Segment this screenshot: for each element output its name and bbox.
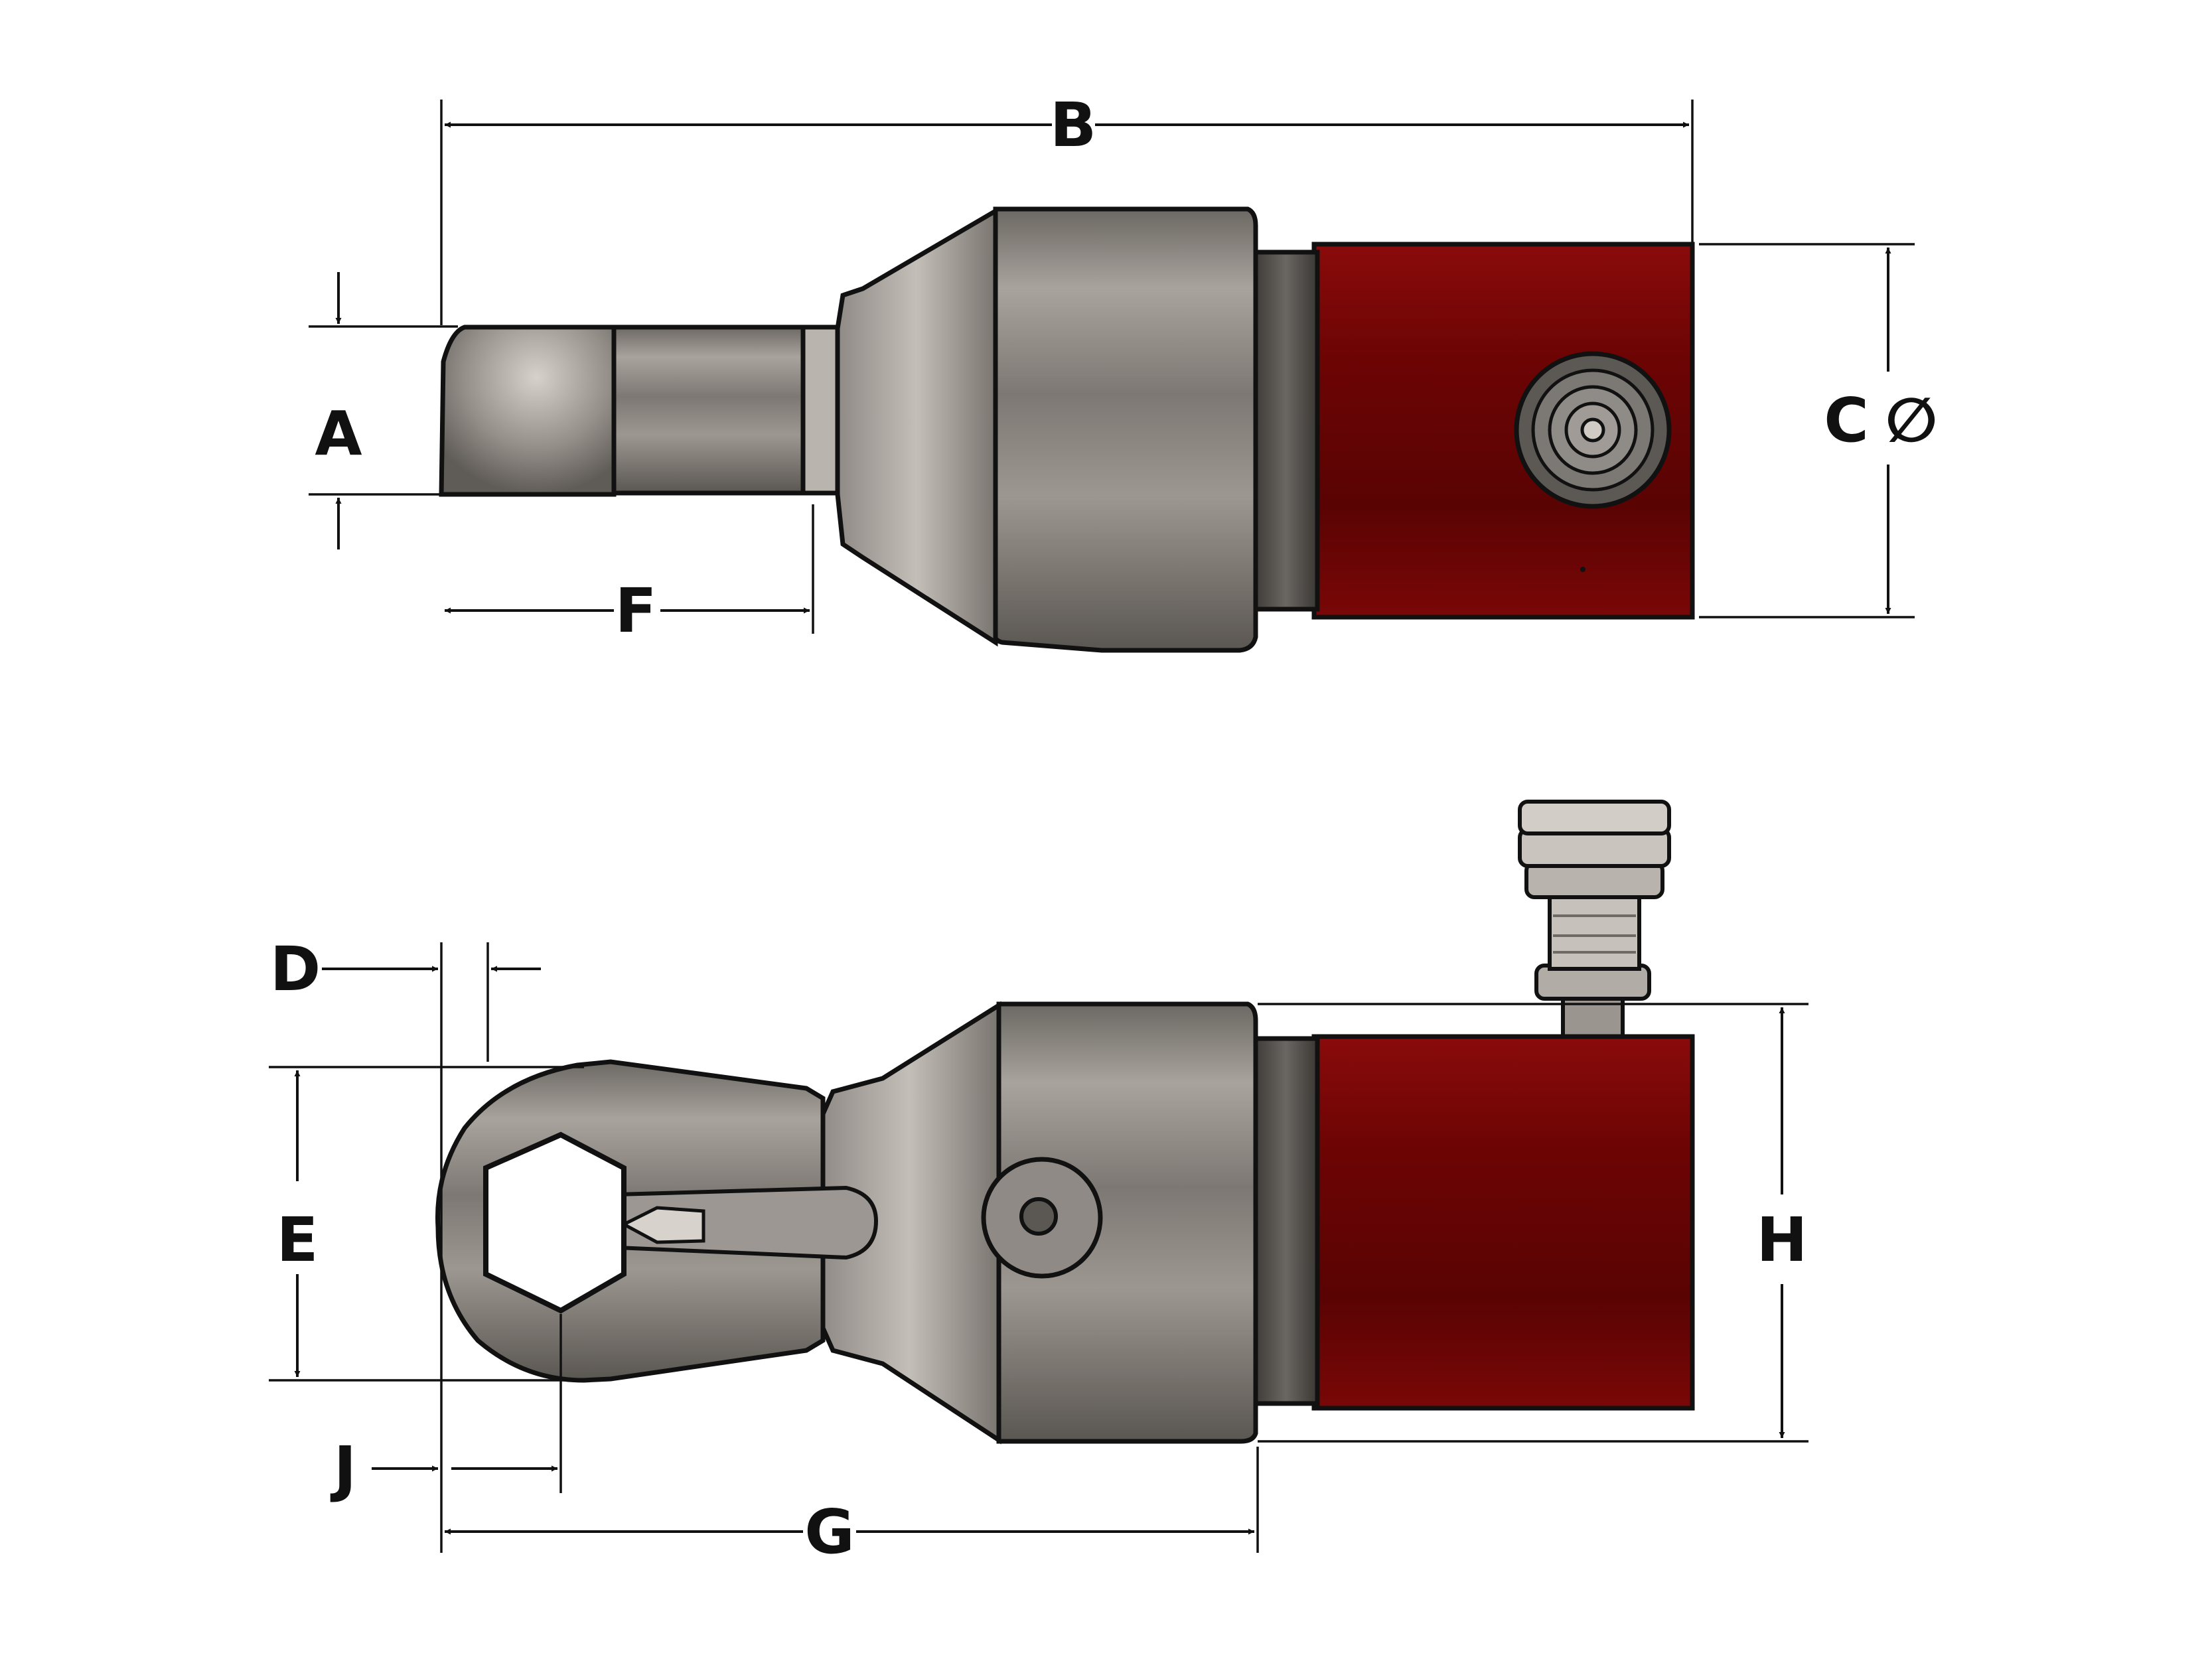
- bottom-collar: [996, 1001, 1258, 1444]
- diameter-symbol: ∅: [1885, 385, 1938, 456]
- hex-socket: [483, 1131, 627, 1314]
- top-shank-groove: [800, 325, 840, 496]
- dim-label-f: F: [615, 575, 657, 646]
- top-shank: [611, 325, 816, 496]
- dim-label-j: J: [330, 1433, 356, 1504]
- dim-label-d: D: [270, 934, 321, 1005]
- dim-label-e: E: [277, 1204, 319, 1275]
- dim-label-a: A: [315, 398, 362, 469]
- bottom-view: [435, 800, 1695, 1445]
- slot-pin: [620, 1206, 705, 1244]
- top-dimensions: B A F C ∅: [309, 90, 1937, 646]
- bottom-neck-ring: [1252, 1036, 1320, 1406]
- bottom-dimensions: D E J G H: [269, 934, 1808, 1567]
- top-view: [439, 206, 1695, 653]
- dim-label-g: G: [804, 1496, 855, 1567]
- bottom-cylinder-body: [1311, 1034, 1695, 1411]
- dim-label-c: C: [1824, 385, 1869, 456]
- dim-label-b: B: [1050, 90, 1096, 161]
- dim-label-h: H: [1757, 1204, 1808, 1275]
- top-cone: [835, 206, 998, 647]
- side-port-hole: [1019, 1197, 1058, 1236]
- hydraulic-coupler: [1518, 800, 1671, 1041]
- port-ring-center: [1580, 417, 1605, 443]
- top-neck-ring: [1252, 250, 1320, 612]
- top-small-dot: [1580, 567, 1585, 572]
- top-port-fitting: [1514, 351, 1672, 509]
- top-nose-tip: [439, 325, 617, 497]
- top-collar: [992, 206, 1258, 653]
